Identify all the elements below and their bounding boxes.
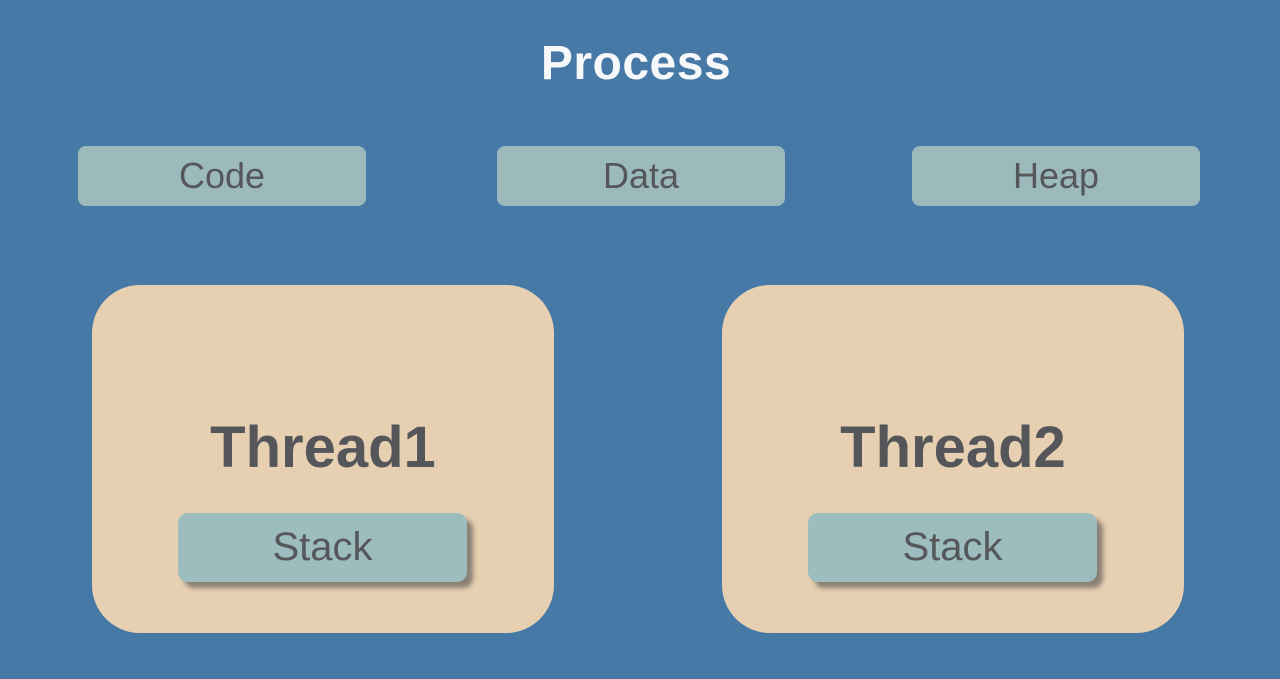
thread1-label: Thread1 [210, 415, 436, 480]
thread2-stack-box: Stack [808, 513, 1097, 582]
process-title: Process [540, 37, 732, 90]
thread1-card: Thread1 Stack [92, 285, 554, 633]
data-segment-box: Data [497, 146, 785, 206]
code-segment-box: Code [78, 146, 366, 206]
data-segment-label: Data [602, 155, 680, 196]
heap-segment-label: Heap [1012, 155, 1100, 196]
thread2-card: Thread2 Stack [722, 285, 1184, 633]
thread2-stack-label: Stack [902, 525, 1003, 569]
thread1-stack-box: Stack [178, 513, 467, 582]
code-segment-label: Code [178, 155, 266, 196]
heap-segment-box: Heap [912, 146, 1200, 206]
thread1-stack-label: Stack [272, 525, 373, 569]
thread2-label: Thread2 [840, 415, 1066, 480]
